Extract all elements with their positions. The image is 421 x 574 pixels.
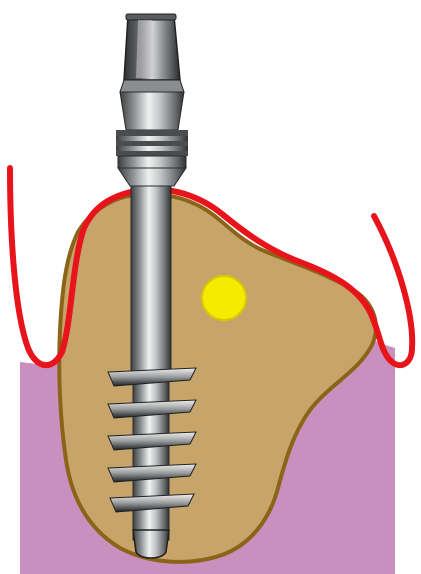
- shaft: [131, 186, 171, 376]
- collar: [116, 92, 188, 186]
- nerve-marker: [202, 276, 246, 320]
- abutment-head: [120, 14, 184, 92]
